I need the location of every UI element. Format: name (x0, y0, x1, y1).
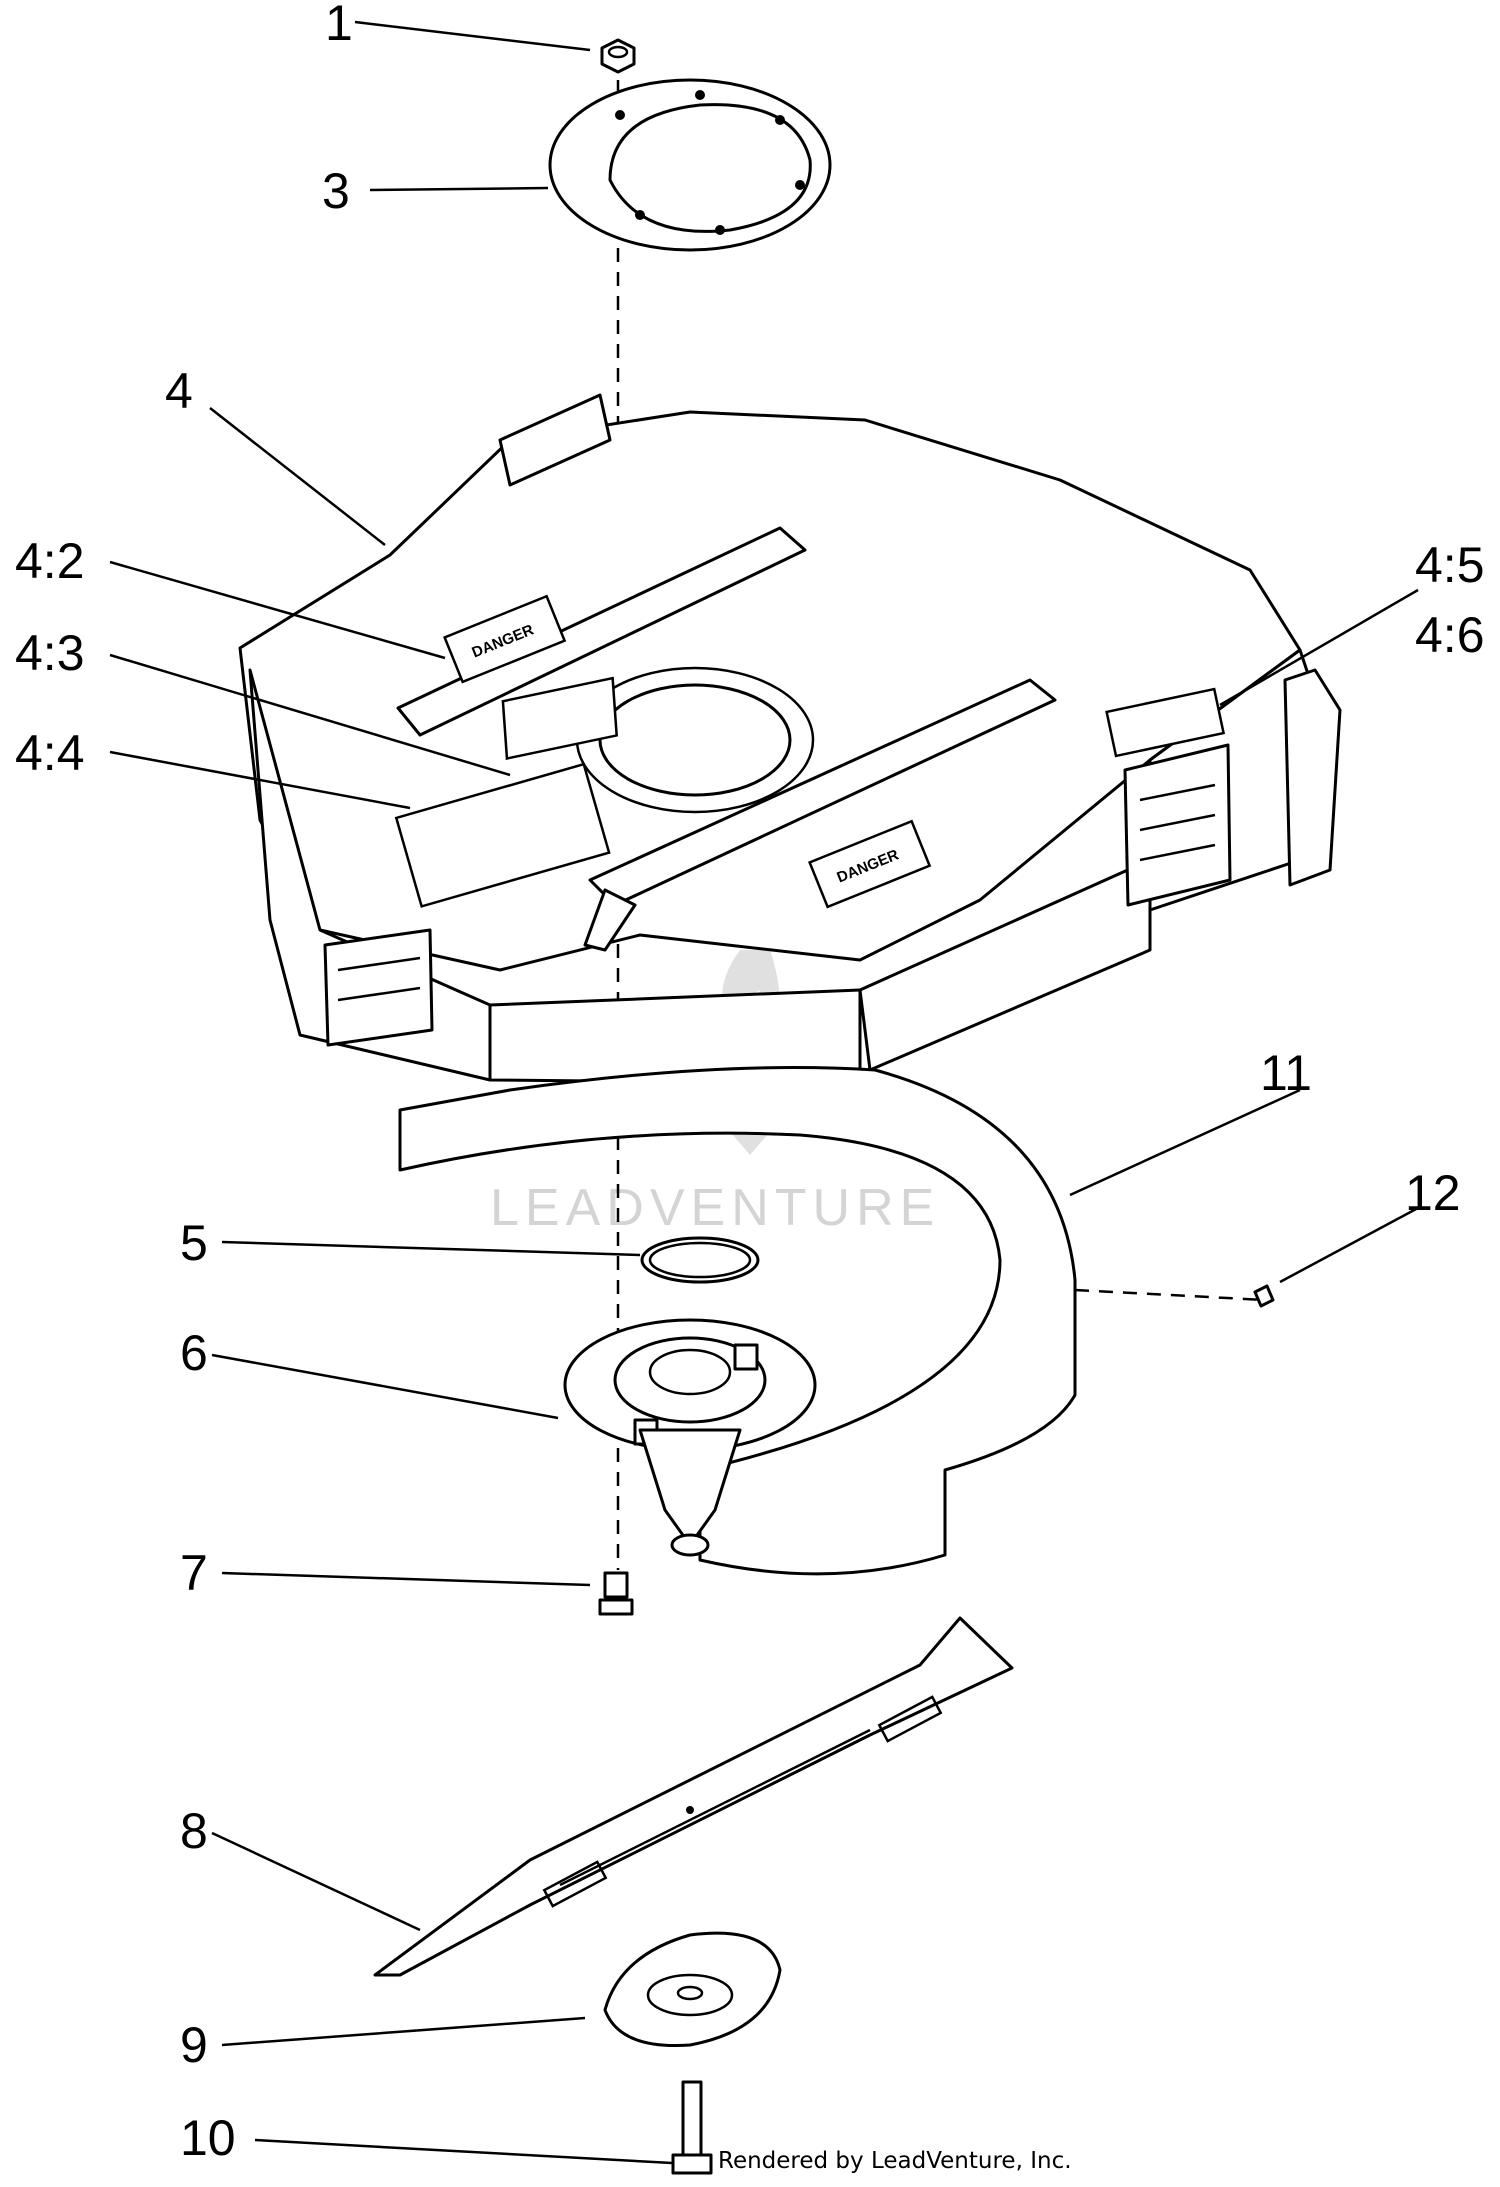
anti-scalp-cup (603, 1931, 782, 2048)
watermark-text: LEADVENTURE (490, 1179, 940, 1237)
blade-bolt (671, 2080, 713, 2175)
bolt (598, 1571, 634, 1616)
callout-4-2: 4:2 (15, 533, 85, 589)
callout-10: 10 (180, 2110, 236, 2166)
callout-5: 5 (180, 1215, 208, 1271)
leader-lines (109, 20, 1419, 2165)
callout-11: 11 (1260, 1045, 1312, 1101)
callout-8: 8 (180, 1803, 208, 1859)
decal-4-4 (394, 762, 611, 908)
screw (1074, 1284, 1275, 1308)
callout-labels: 1 3 4 4:2 4:3 4:4 4:5 4:6 5 6 7 8 9 10 1… (15, 0, 1485, 2166)
callout-4-6: 4:6 (1415, 607, 1485, 663)
blade (373, 1616, 1014, 1977)
mower-deck: DANGER DANGER (238, 393, 1342, 1084)
danger-decal-right: DANGER (808, 819, 932, 909)
callout-1: 1 (325, 0, 353, 51)
decal-4-5 (1105, 687, 1226, 758)
danger-decal-left: DANGER (443, 594, 567, 684)
callout-4-3: 4:3 (15, 625, 85, 681)
callout-3: 3 (322, 163, 350, 219)
spindle-assembly (563, 1318, 817, 1557)
callout-4-4: 4:4 (15, 725, 85, 781)
callout-12: 12 (1405, 1165, 1461, 1221)
callout-9: 9 (180, 2017, 208, 2073)
render-credit: Rendered by LeadVenture, Inc. (718, 2148, 1072, 2174)
decal-4-3 (501, 676, 619, 761)
baffle (398, 1066, 1077, 1576)
callout-4-5: 4:5 (1415, 537, 1485, 593)
callout-7: 7 (180, 1545, 208, 1601)
callout-4: 4 (165, 363, 193, 419)
spindle-plate (548, 78, 832, 252)
o-ring (640, 1236, 760, 1284)
hex-nut (600, 38, 636, 74)
callout-6: 6 (180, 1325, 208, 1381)
